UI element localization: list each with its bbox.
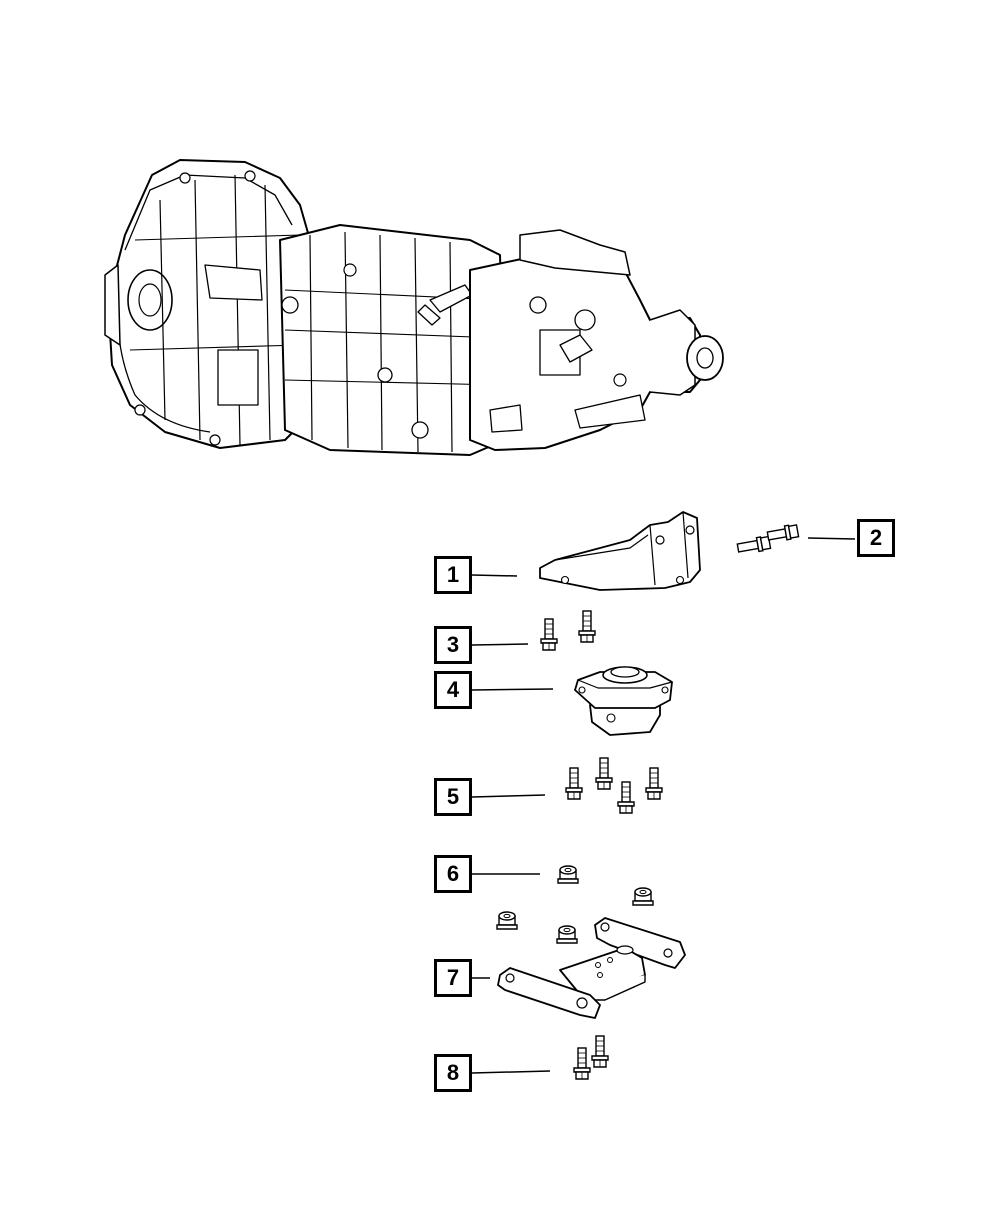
- callout-3: 3: [434, 626, 472, 664]
- bolt-icon: [736, 524, 800, 553]
- bolt-icon: [540, 610, 596, 651]
- transmission-bracket-icon: [539, 511, 701, 591]
- crossmember-icon: [497, 917, 686, 1019]
- callout-8: 8: [434, 1054, 472, 1092]
- bolt-icon: [573, 1035, 609, 1080]
- bolt-icon: [565, 757, 663, 814]
- callout-4: 4: [434, 671, 472, 709]
- callout-1: 1: [434, 556, 472, 594]
- callout-6: 6: [434, 855, 472, 893]
- leader-lines: [471, 537, 856, 1074]
- mount-insulator-icon: [574, 666, 673, 736]
- callout-7: 7: [434, 959, 472, 997]
- transmission-assembly-icon: [104, 159, 724, 456]
- callout-5: 5: [434, 778, 472, 816]
- callout-2: 2: [857, 519, 895, 557]
